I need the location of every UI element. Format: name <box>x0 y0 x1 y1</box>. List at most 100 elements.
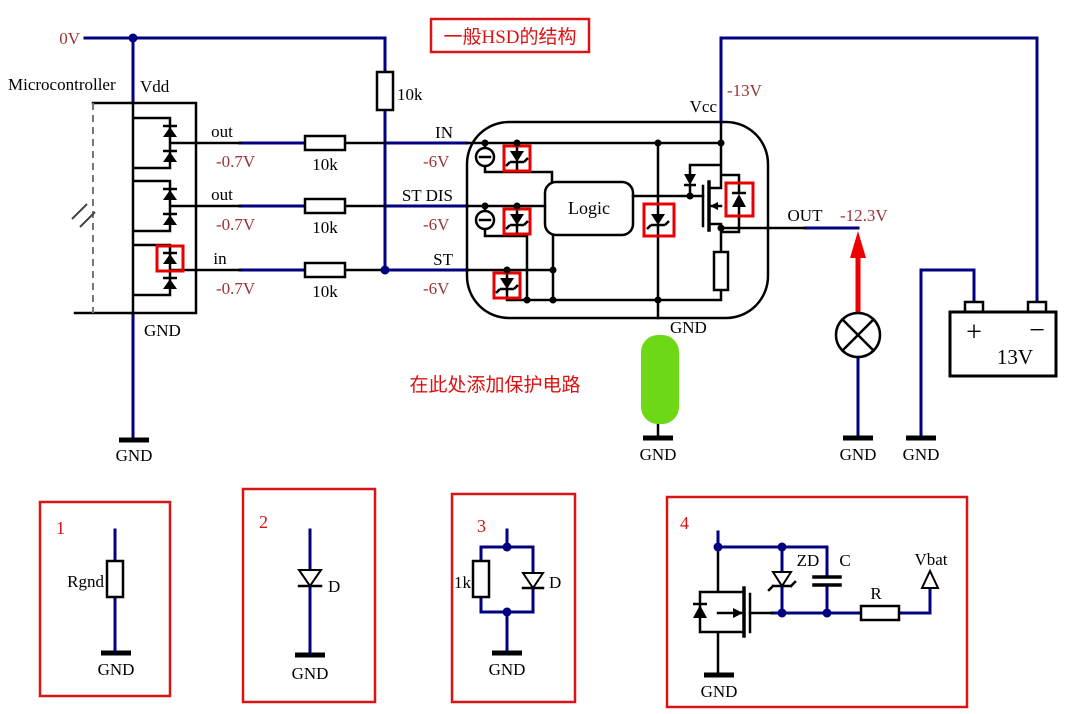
option3-1k-resistor <box>471 559 491 599</box>
label-row3-r: 10k <box>312 282 338 301</box>
option1-r-label: Rgnd <box>67 572 104 591</box>
power-and-signal-wires <box>83 36 1039 440</box>
option4-c-label: C <box>839 551 850 570</box>
highlight-box-mid-zener <box>642 202 676 238</box>
option3-r-label: 1k <box>454 573 472 592</box>
series-resistor-1 <box>303 134 347 152</box>
microcontroller-outline <box>73 101 198 315</box>
row-stub-wires <box>194 141 387 272</box>
option3-diode <box>521 572 545 590</box>
label-micro-gnd-pin: GND <box>144 321 181 340</box>
option2-border <box>241 487 377 704</box>
label-battery-v: 13V <box>997 345 1033 369</box>
series-resistor-2 <box>303 197 347 215</box>
output-mosfet <box>701 180 718 232</box>
lamp-icon <box>834 311 882 359</box>
option4-border <box>665 495 969 709</box>
zener-clamps <box>495 151 670 294</box>
microcontroller-block <box>71 101 387 315</box>
option3-number: 3 <box>477 516 486 536</box>
logic-block <box>543 180 635 237</box>
option-box-4: 4 ZD C R Vbat GND <box>665 495 969 709</box>
esd-diodes <box>163 124 177 289</box>
option1-number: 1 <box>56 518 65 538</box>
label-st-v: -6V <box>423 279 450 298</box>
break-mark <box>71 203 96 228</box>
protection-note: 在此处添加保护电路 <box>409 374 580 396</box>
option4-zener <box>767 571 797 592</box>
option2-diode <box>297 569 323 588</box>
ground-symbols <box>101 435 936 678</box>
label-logic: Logic <box>568 198 610 218</box>
title-box <box>429 17 591 54</box>
option2-number: 2 <box>259 512 268 532</box>
label-ic-gnd-pin: GND <box>670 318 707 337</box>
label-stdis-v: -6V <box>423 215 450 234</box>
title-text: 一般HSD的结构 <box>443 26 576 48</box>
label-lamp-gnd: GND <box>840 445 877 464</box>
label-vdd: Vdd <box>140 77 170 96</box>
option2-gnd-label: GND <box>292 664 329 683</box>
battery-plus-sign: + <box>966 317 982 348</box>
battery-body <box>948 310 1058 378</box>
option4-mosfet-arrow <box>733 608 743 618</box>
option1-gnd-label: GND <box>98 660 135 679</box>
series-resistor-3 <box>303 261 347 279</box>
battery-minus-sign: − <box>1029 315 1045 346</box>
option4-wires <box>716 530 932 615</box>
label-row1-v: -0.7V <box>216 152 256 171</box>
label-out-v: -12.3V <box>840 206 888 225</box>
label-row2-pin: out <box>211 185 233 204</box>
label-stdis-pin: ST DIS <box>402 186 453 205</box>
label-pullup-r: 10k <box>397 85 423 104</box>
option-box-1: 1 Rgnd GND <box>38 500 172 698</box>
label-row1-pin: out <box>211 122 233 141</box>
option-box-3: 3 1k D GND <box>450 492 577 704</box>
resistor-network <box>303 70 395 279</box>
label-microcontroller: Microcontroller <box>8 75 116 94</box>
option4-r-resistor <box>859 604 901 622</box>
label-vcc-v: -13V <box>727 81 763 100</box>
label-row3-pin: in <box>213 249 227 268</box>
option4-mosfet <box>733 586 752 638</box>
highlight-box-micro-diode <box>155 244 185 273</box>
mosfet-body-diode <box>732 191 746 207</box>
microcontroller-internal-wires <box>131 101 198 315</box>
option2-d-label: D <box>328 577 340 596</box>
option4-r-label: R <box>870 584 882 603</box>
label-ic-gnd: GND <box>640 445 677 464</box>
pullup-resistor <box>375 70 395 112</box>
label-row3-v: -0.7V <box>216 279 256 298</box>
hsd-ic-body <box>465 120 770 320</box>
label-0v: 0V <box>59 29 81 48</box>
battery <box>948 300 1058 378</box>
label-st-pin: ST <box>433 250 453 269</box>
option1-border <box>38 500 172 698</box>
label-row2-v: -0.7V <box>216 215 256 234</box>
option3-d-label: D <box>549 573 561 592</box>
label-vcc: Vcc <box>690 97 718 116</box>
option-box-2: 2 D GND <box>241 487 377 704</box>
option4-body-diode <box>693 602 707 618</box>
label-in-v: -6V <box>423 152 450 171</box>
label-battery-gnd: GND <box>903 445 940 464</box>
highlight-box-body-diode <box>724 181 755 218</box>
red-arrow <box>850 231 866 312</box>
ic-junction-dots <box>481 139 725 304</box>
label-row1-r: 10k <box>312 155 338 174</box>
option4-vbat-arrow <box>920 568 940 589</box>
option1-rgnd-resistor <box>105 559 125 599</box>
label-row2-r: 10k <box>312 218 338 237</box>
wire-junction-dots <box>128 33 390 275</box>
sense-resistor <box>712 250 730 292</box>
green-highlight <box>641 335 679 424</box>
hsd-ic-internals <box>465 120 807 320</box>
mosfet-body-arrow <box>710 202 718 210</box>
option4-vbat-label: Vbat <box>914 550 947 569</box>
option4-gnd-label: GND <box>701 682 738 701</box>
option4-dots <box>713 542 832 618</box>
option4-number: 4 <box>680 513 689 533</box>
option3-border <box>450 492 577 704</box>
